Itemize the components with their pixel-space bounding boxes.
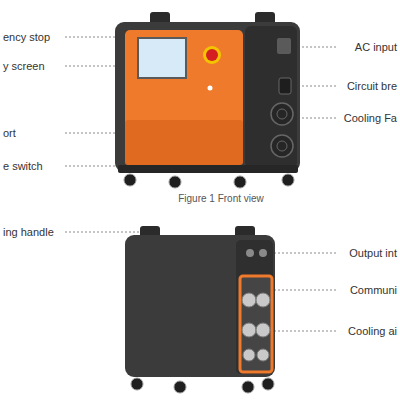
back-view (125, 226, 275, 393)
part-label: Communi (350, 283, 397, 297)
part-label: ency stop (3, 30, 50, 44)
part-label: Cooling Fa (344, 111, 397, 125)
part-label: Output int (349, 246, 397, 260)
part-label: Cooling ai (348, 324, 397, 338)
part-label: AC input (355, 40, 397, 54)
part-label: ort (3, 126, 16, 140)
figure-caption: Figure 1 Front view (178, 192, 264, 205)
part-label: Circuit bre (347, 79, 397, 93)
front-view (115, 12, 300, 188)
part-label: ing handle (3, 225, 54, 239)
part-label: y screen (3, 59, 45, 73)
part-label: e switch (3, 159, 43, 173)
